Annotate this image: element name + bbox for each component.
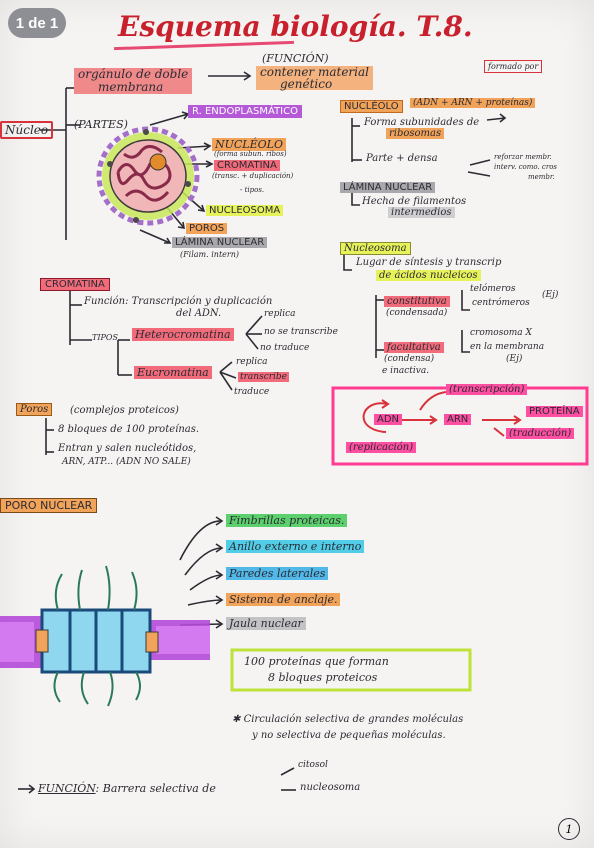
pore-label-paredes: Paredes laterales: [226, 567, 329, 580]
cromatina-funcion: Función: Transcripción y duplicación: [84, 296, 273, 307]
part-lamina: LÁMINA NUCLEAR: [172, 237, 268, 248]
constitutiva-label: constitutiva: [384, 296, 450, 307]
facultativa-note: (condensa): [384, 354, 435, 364]
lamina-title: LÁMINA NUCLEAR: [340, 182, 436, 193]
dogma-adn: ADN: [374, 414, 403, 425]
nucleus-illustration: [96, 126, 200, 226]
eucro-op-1: replica: [236, 357, 268, 367]
poros-title: Poros: [16, 403, 53, 416]
pore-funcion: FUNCIÓN: Barrera selectiva de: [38, 782, 216, 795]
facultativa-note2: e inactiva.: [382, 366, 430, 376]
part-lamina-note: (Filam. intern): [180, 250, 239, 259]
part-cromatina: CROMATINA: [214, 160, 280, 171]
eucromatina-label: Eucromatina: [134, 366, 212, 379]
partes-label: (PARTES): [74, 118, 128, 131]
eucro-op-2: transcribe: [238, 372, 290, 382]
cromatina-funcion2: del ADN.: [176, 308, 222, 319]
facult-ej-2: en la membrana: [470, 342, 545, 352]
part-poros: POROS: [186, 223, 228, 234]
pore-label-jaula: Jaula nuclear: [226, 617, 306, 630]
nucleo-root-label: Núcleo: [0, 121, 54, 139]
pore-note: ✱ Circulación selectiva de grandes moléc…: [232, 714, 464, 741]
nuclear-pore-illustration: [0, 565, 210, 707]
facult-ej-3: (Ej): [506, 354, 523, 364]
poros-subtitle: (complejos proteicos): [70, 405, 179, 416]
part-cromatina-tipos: - tipos.: [240, 186, 265, 194]
pore-box-text: 100 proteínas que forman 8 bloques prote…: [244, 655, 389, 684]
lamina-text: Hecha de filamentos intermedios: [362, 196, 467, 218]
poros-item2: Entran y salen nucleótidos,: [58, 443, 197, 454]
nucleolo-formula: (ADN + ARN + proteínas): [410, 98, 536, 108]
const-ej-2: centrómeros: [472, 298, 530, 308]
pore-label-anclaje: Sistema de anclaje.: [226, 593, 341, 606]
funcion-label: (FUNCIÓN): [262, 52, 329, 65]
part-cromatina-note: (transc. + duplicación): [212, 172, 294, 180]
const-ej-3: (Ej): [542, 290, 559, 300]
pore-funcion-opt2: nucleosoma: [300, 782, 361, 793]
nucleosoma-text: Lugar de síntesis y transcrip de ácidos …: [356, 257, 502, 281]
lamina-note: reforzar membr. interv. como. cros membr…: [494, 153, 558, 181]
part-reticulo: R. ENDOPLASMÁTICO: [188, 105, 302, 118]
poro-nuclear-title: PORO NUCLEAR: [0, 498, 98, 513]
dogma-transcripcion: (transcripción): [446, 384, 528, 395]
dogma-replicacion: (replicación): [346, 442, 417, 453]
pore-funcion-opt1: citosol: [298, 760, 328, 770]
facult-ej-1: cromosoma X: [470, 328, 532, 338]
page-title: Esquema biología. T.8.: [118, 10, 473, 43]
eucro-op-3: traduce: [234, 387, 270, 397]
pore-label-anillo: Anillo externo e interno: [226, 540, 365, 553]
pore-label-fimbrillas: Fimbrillas proteicas.: [226, 514, 348, 527]
constitutiva-note: (condensada): [386, 308, 448, 318]
part-nucleosoma: NUCLEOSOMA: [206, 205, 284, 216]
poros-item1: 8 bloques de 100 proteínas.: [58, 424, 200, 435]
dogma-arn: ARN: [444, 414, 472, 425]
dogma-proteina: PROTEÍNA: [526, 406, 583, 417]
nucleolo-item1: Forma subunidades de ribosomas: [364, 117, 480, 139]
hetero-op-2: no se transcribe: [264, 327, 338, 337]
part-nucleolo: NUCLÉOLO: [212, 138, 286, 151]
nucleolo-item2: Parte + densa: [366, 153, 438, 164]
page-number: 1: [558, 818, 580, 840]
facultativa-label: facultativa: [384, 342, 444, 353]
cromatina-tipos: TIPOS: [92, 333, 118, 342]
heterocromatina-label: Heterocromatina: [132, 328, 234, 341]
nucleosoma-title: Nucleosoma: [340, 242, 411, 255]
cromatina-title: CROMATINA: [40, 278, 110, 291]
nucleolo-title: NUCLÉOLO: [340, 100, 403, 113]
page-indicator: 1 de 1: [8, 8, 66, 38]
dogma-traduccion: (traducción): [506, 428, 575, 439]
const-ej-1: telómeros: [470, 284, 516, 294]
hetero-op-3: no traduce: [260, 343, 310, 353]
hetero-op-1: replica: [264, 309, 296, 319]
poros-item3: ARN, ATP... (ADN NO SALE): [62, 457, 191, 467]
nucleolo-formado-por: formado por: [484, 60, 543, 73]
part-nucleolo-note: (forma subun. ribos): [214, 150, 287, 158]
